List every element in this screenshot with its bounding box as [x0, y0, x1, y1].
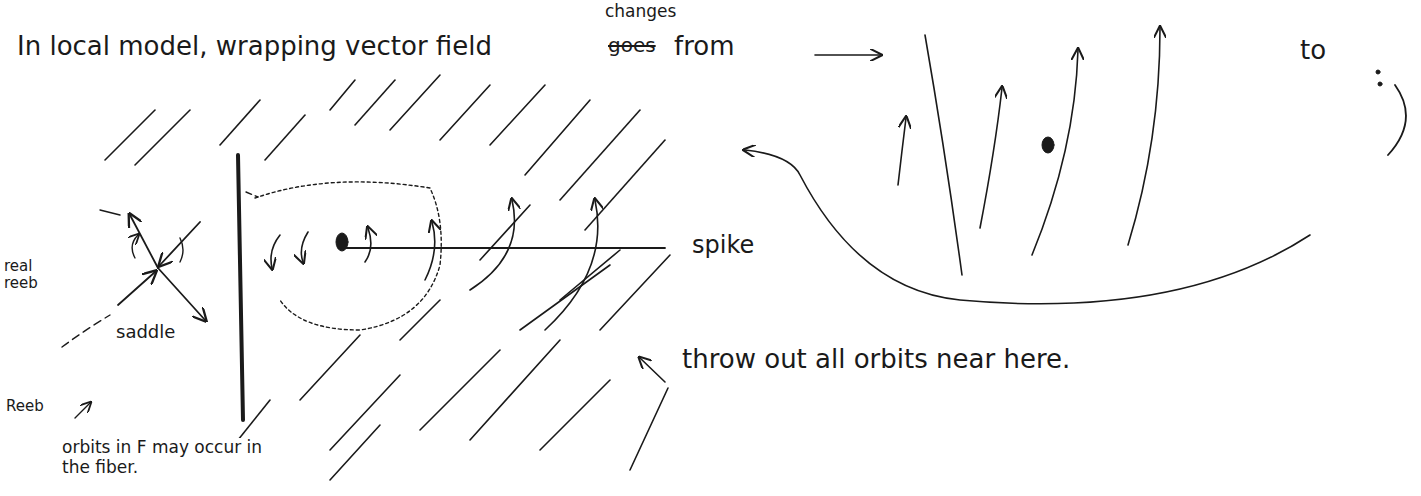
- side-note: Reeb: [4, 398, 46, 415]
- heading-note: to: [1298, 36, 1328, 66]
- inserted-word: changes: [603, 2, 678, 22]
- changed-field: [745, 28, 1406, 304]
- hatching: [105, 75, 670, 480]
- saddle-label: saddle: [114, 322, 177, 343]
- note: throw out all orbits near here.: [680, 345, 1072, 375]
- spike-label: spike: [690, 232, 756, 260]
- fiber-note: orbits in F may occur in the fiber.: [60, 438, 294, 477]
- heading-note: from: [672, 32, 737, 62]
- struck-word: goes: [606, 34, 658, 57]
- heading-note: In local model, wrapping vector field: [15, 32, 494, 62]
- local-model: [62, 155, 668, 470]
- side-note: real reeb: [2, 258, 52, 293]
